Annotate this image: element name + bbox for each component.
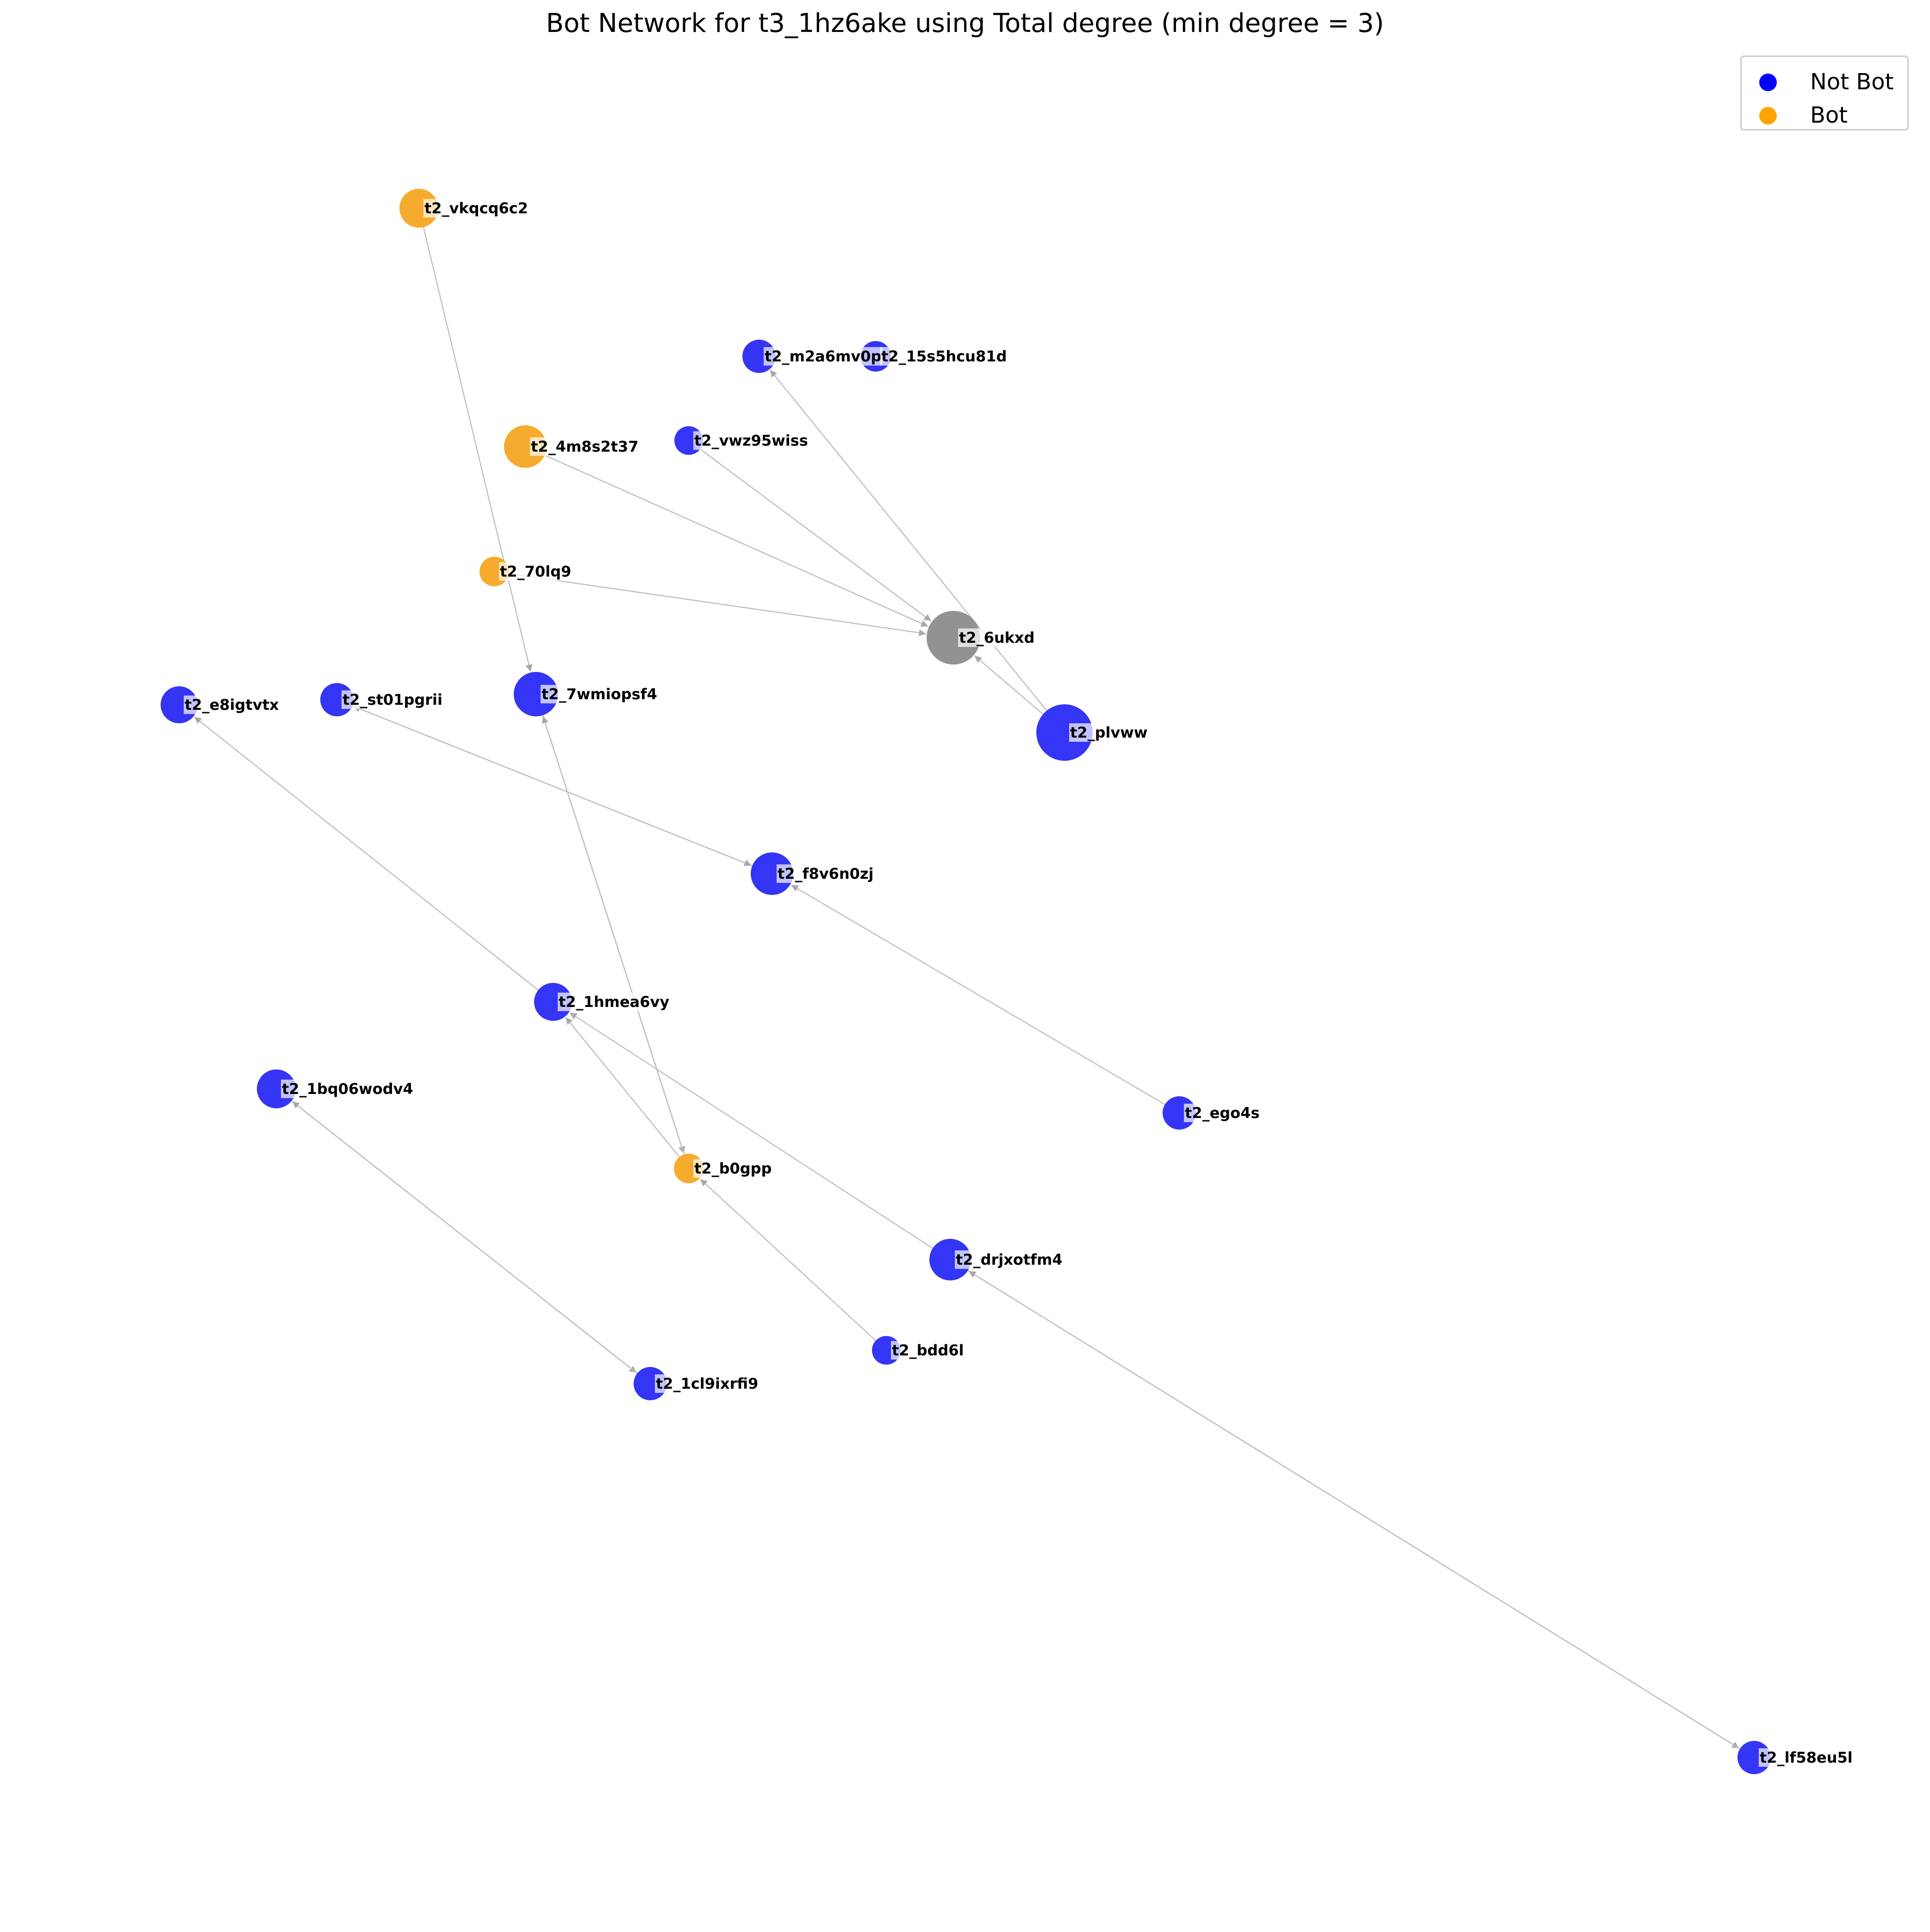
legend-marker-bot [1759, 107, 1777, 124]
node-label-t2_st01pgrii: t2_st01pgrii [342, 691, 442, 708]
edge-t2_bdd6l-to-t2_b0gpp [700, 1179, 877, 1341]
node-label-t2_f8v6n0zj: t2_f8v6n0zj [778, 865, 874, 882]
edge-t2_vkqcq6c2-to-t2_7wmiopsf4 [423, 227, 533, 672]
edge-t2_1cl9ixrfi9-to-t2_1bq06wodv4 [292, 1101, 638, 1374]
node-label-t2_1cl9ixrfi9: t2_1cl9ixrfi9 [656, 1375, 758, 1392]
node-t2_6ukxd[interactable] [927, 611, 980, 665]
edge-t2_vwz95wiss-to-t2_6ukxd [700, 448, 932, 622]
node-t2_7wmiopsf4[interactable] [514, 672, 558, 716]
node-label-t2_7wmiopsf4: t2_7wmiopsf4 [542, 685, 657, 703]
node-t2_f8v6n0zj[interactable] [751, 852, 793, 895]
edge-t2_drjxotfm4-to-t2_1hmea6vy [569, 1012, 933, 1249]
node-label-t2_1hmea6vy: t2_1hmea6vy [559, 993, 669, 1011]
label-background [958, 628, 1036, 647]
label-background [342, 690, 443, 709]
label-background [1759, 1748, 1854, 1767]
legend-item-bot: Bot [1742, 101, 1907, 129]
node-label-t2_b0gpp: t2_b0gpp [694, 1160, 772, 1177]
label-background [693, 1159, 773, 1178]
edge-t2_1hmea6vy-to-t2_e8igtvtx [194, 716, 539, 991]
edge-t2_ego4s-to-t2_f8v6n0zj [791, 884, 1165, 1105]
node-label-t2_6ukxd: t2_6ukxd [959, 629, 1034, 646]
label-background [281, 1080, 414, 1098]
label-background [655, 1374, 760, 1393]
edge-t2_b0gpp-to-t2_7wmiopsf4 [542, 716, 685, 1155]
legend-label-not-bot: Not Bot [1810, 69, 1894, 95]
label-background [423, 199, 529, 217]
node-label-t2_bdd6l: t2_bdd6l [892, 1342, 964, 1359]
label-background [891, 1341, 965, 1360]
node-label-t2_70lq9: t2_70lq9 [500, 563, 571, 580]
label-background [499, 562, 573, 581]
label-background [1069, 723, 1149, 742]
edge-t2_4m8s2t37-to-t2_6ukxd [544, 454, 928, 627]
chart-title: Bot Network for t3_1hz6ake using Total d… [546, 8, 1384, 38]
edge-t2_b0gpp-to-t2_1hmea6vy [565, 1017, 680, 1157]
node-t2_vkqcq6c2[interactable] [399, 189, 438, 228]
node-label-t2_lf58eu5l: t2_lf58eu5l [1760, 1749, 1853, 1766]
label-background [693, 431, 809, 450]
legend-item-not-bot: Not Bot [1742, 68, 1907, 96]
label-background [777, 864, 875, 883]
edge-t2_plvww-to-t2_m2a6mv0p [769, 369, 1047, 711]
node-label-t2_drjxotfm4: t2_drjxotfm4 [956, 1251, 1063, 1268]
node-t2_drjxotfm4[interactable] [929, 1239, 971, 1280]
node-label-t2_e8igtvtx: t2_e8igtvtx [185, 696, 279, 714]
node-t2_1bq06wodv4[interactable] [257, 1069, 296, 1108]
node-t2_1hmea6vy[interactable] [534, 983, 572, 1021]
label-background [1184, 1104, 1261, 1122]
edges-layer [194, 227, 1741, 1750]
node-label-t2_plvww: t2_plvww [1070, 724, 1147, 741]
node-label-t2_ego4s: t2_ego4s [1185, 1104, 1259, 1122]
legend: Not Bot Bot [1740, 56, 1909, 130]
label-background [880, 347, 1008, 366]
node-label-t2_vkqcq6c2: t2_vkqcq6c2 [424, 199, 528, 217]
label-background [184, 696, 280, 714]
label-background [558, 993, 671, 1011]
label-background [541, 685, 658, 703]
edge-t2_st01pgrii-to-t2_f8v6n0zj [352, 705, 752, 866]
edge-t2_lf58eu5l-to-t2_drjxotfm4 [968, 1270, 1741, 1750]
edge-t2_plvww-to-t2_6ukxd [974, 655, 1044, 715]
node-label-t2_1bq06wodv4: t2_1bq06wodv4 [282, 1080, 413, 1098]
node-label-t2_15s5hcu81d: t2_15s5hcu81d [881, 348, 1007, 365]
legend-marker-not-bot [1759, 74, 1777, 91]
legend-label-bot: Bot [1810, 102, 1848, 128]
label-background [764, 347, 883, 366]
nodes-layer [161, 189, 1771, 1774]
node-label-t2_vwz95wiss: t2_vwz95wiss [694, 432, 808, 449]
edge-t2_70lq9-to-t2_6ukxd [509, 573, 926, 636]
node-t2_plvww[interactable] [1036, 704, 1093, 761]
label-background [955, 1250, 1064, 1269]
node-label-t2_m2a6mv0p: t2_m2a6mv0p [765, 348, 881, 365]
label-background [530, 437, 640, 456]
node-t2_4m8s2t37[interactable] [504, 425, 547, 468]
node-label-t2_4m8s2t37: t2_4m8s2t37 [531, 438, 639, 455]
